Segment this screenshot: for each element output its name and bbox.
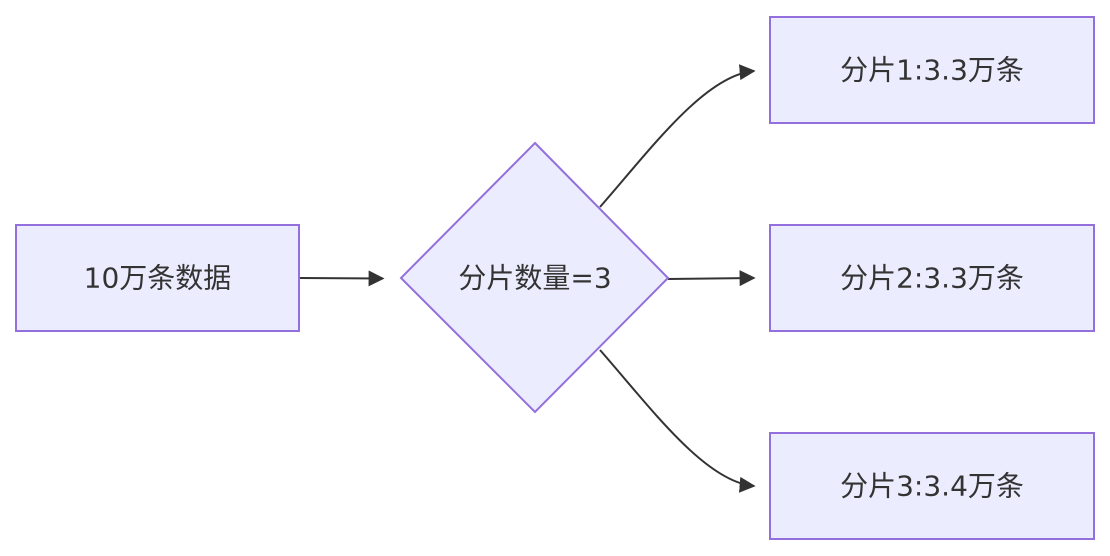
node-decision: 分片数量=3 xyxy=(399,141,670,414)
node-shard3-box xyxy=(769,432,1095,540)
node-shard1-label: 分片1:3.3万条 xyxy=(840,54,1024,87)
edge-decision-to-shard2 xyxy=(667,270,756,287)
node-source: 10万条数据 xyxy=(15,224,300,332)
node-shard2: 分片2:3.3万条 xyxy=(769,224,1095,332)
node-shard2-label: 分片2:3.3万条 xyxy=(840,262,1024,295)
node-source-label: 10万条数据 xyxy=(84,262,232,295)
edge-source-to-decision xyxy=(299,270,385,287)
node-shard3-label: 分片3:3.4万条 xyxy=(840,470,1024,503)
node-shard1: 分片1:3.3万条 xyxy=(769,16,1095,124)
edge-decision-to-shard1 xyxy=(599,64,756,208)
node-shard3: 分片3:3.4万条 xyxy=(769,432,1095,540)
node-decision-label: 分片数量=3 xyxy=(458,262,611,295)
node-source-box xyxy=(15,224,300,332)
node-shard1-box xyxy=(769,16,1095,124)
node-shard2-box xyxy=(769,224,1095,332)
edges xyxy=(299,64,756,493)
edge-decision-to-shard3 xyxy=(599,349,756,493)
node-decision-diamond xyxy=(399,141,670,414)
